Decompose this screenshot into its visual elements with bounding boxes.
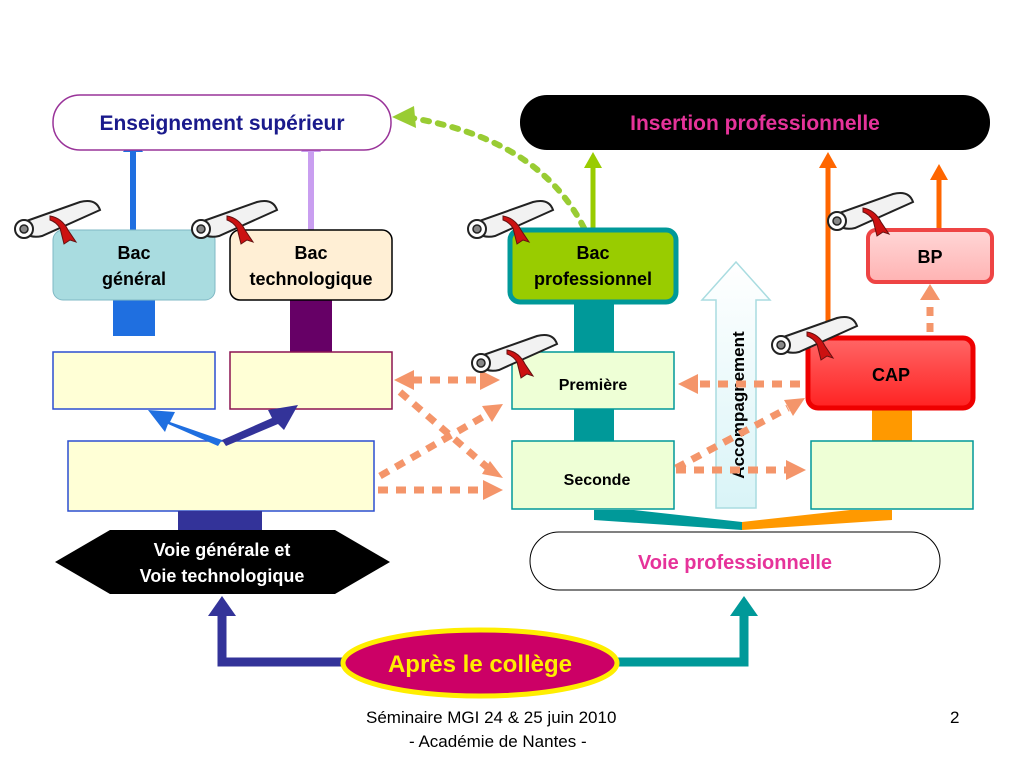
connector-general bbox=[113, 300, 155, 336]
connector-techno bbox=[290, 300, 332, 352]
higher-ed-shape bbox=[52, 94, 392, 151]
bp-label: BP bbox=[917, 247, 942, 267]
connector-cap bbox=[872, 409, 912, 441]
page-number: 2 bbox=[950, 708, 960, 727]
connector-bacpro-2 bbox=[574, 409, 614, 441]
bac-pro-line2: professionnel bbox=[534, 269, 652, 289]
cap-label: CAP bbox=[872, 365, 910, 385]
bac-techno-line1: Bac bbox=[294, 243, 327, 263]
bac-techno-box bbox=[229, 229, 393, 301]
arrow-seconde-to-general bbox=[148, 410, 222, 446]
apres-college-shape bbox=[340, 627, 620, 699]
box-seconde-general bbox=[67, 440, 375, 512]
voie-generale-line1: Voie générale et bbox=[154, 540, 291, 560]
bac-pro-box bbox=[507, 227, 679, 305]
connector-voie-pro-teal bbox=[594, 510, 742, 530]
higher-ed-label: Enseignement supérieur bbox=[99, 112, 344, 135]
premiere-pro-box bbox=[511, 351, 675, 410]
footer-line2: - Académie de Nantes - bbox=[409, 732, 587, 751]
insertion-label: Insertion professionnelle bbox=[630, 112, 880, 135]
arrow-college-to-voie-gen bbox=[217, 614, 345, 667]
voie-generale-line2: Voie technologique bbox=[140, 566, 305, 586]
apres-college-label: Après le collège bbox=[388, 651, 572, 678]
footer-line1: Séminaire MGI 24 & 25 juin 2010 bbox=[366, 708, 617, 727]
voie-pro-shape bbox=[529, 531, 941, 591]
cap-box bbox=[805, 335, 976, 411]
seconde-label: Seconde bbox=[564, 472, 631, 489]
accompagnement-label: Accompagnement bbox=[729, 331, 748, 479]
voie-pro-label: Voie professionnelle bbox=[638, 552, 832, 574]
voie-generale-shape bbox=[55, 530, 390, 594]
bac-general-box bbox=[52, 229, 216, 301]
passerelle-arrows bbox=[378, 376, 802, 494]
arrow-seconde-to-techno bbox=[222, 405, 298, 446]
connector-voie-pro-orange bbox=[742, 510, 892, 530]
bac-techno-line2: technologique bbox=[250, 269, 373, 289]
box-seconde-cap bbox=[810, 440, 974, 510]
seconde-pro-box bbox=[511, 440, 675, 510]
bac-general-line2: général bbox=[102, 269, 166, 289]
connector-voie-gen bbox=[178, 511, 262, 533]
bac-general-line1: Bac bbox=[117, 243, 150, 263]
arrow-bacpro-to-higher-dotted bbox=[409, 115, 587, 231]
box-premiere-techno bbox=[229, 351, 393, 410]
insertion-shape bbox=[520, 95, 990, 150]
premiere-label: Première bbox=[559, 377, 628, 394]
bac-pro-line1: Bac bbox=[576, 243, 609, 263]
arrow-college-to-voie-pro bbox=[615, 614, 749, 667]
connector-bacpro bbox=[574, 302, 614, 352]
box-premiere-general bbox=[52, 351, 216, 410]
bp-box bbox=[866, 228, 994, 284]
